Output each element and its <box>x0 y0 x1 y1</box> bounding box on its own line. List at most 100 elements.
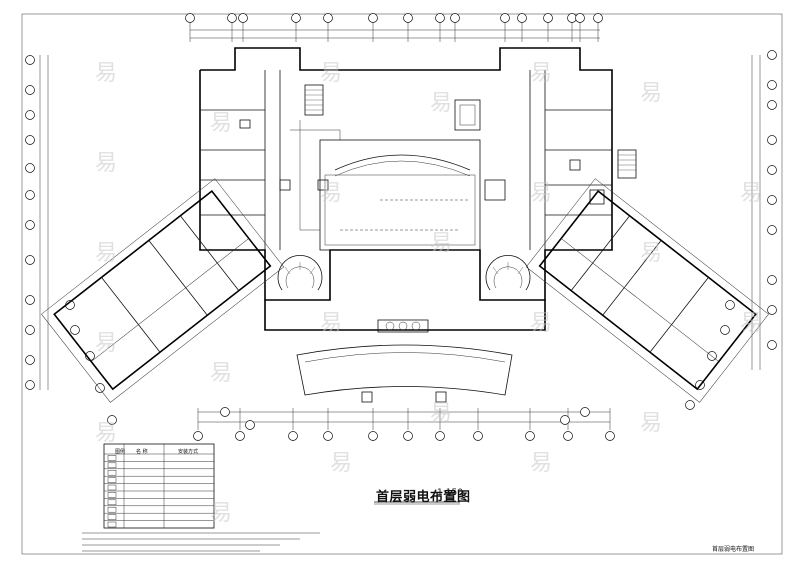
grid-bubble <box>767 80 777 90</box>
watermark-glyph: 易 <box>530 61 552 86</box>
left-wing <box>41 178 285 403</box>
grid-bubble <box>25 135 35 145</box>
grid-bubble <box>767 340 777 350</box>
watermark-glyph: 易 <box>430 91 452 116</box>
watermark-glyph: 易 <box>320 181 342 206</box>
grid-bubble <box>767 305 777 315</box>
grid-bubble <box>435 431 445 441</box>
watermark-glyph: 易 <box>320 311 342 336</box>
watermark-glyph: 易 <box>640 81 662 106</box>
watermark-glyph: 易 <box>640 411 662 436</box>
legend-header-symbol: 图例 <box>115 449 126 455</box>
grid-bubble <box>235 431 245 441</box>
watermark-glyph: 易 <box>210 361 232 386</box>
grid-bubble <box>605 431 615 441</box>
grid-bubble <box>685 400 695 410</box>
grid-bubble <box>95 383 105 393</box>
grid-bubble <box>580 407 590 417</box>
grid-bubble <box>368 13 378 23</box>
grid-bubble <box>560 415 570 425</box>
grid-bubble <box>543 13 553 23</box>
legend-table <box>103 443 215 529</box>
grid-bubble <box>227 13 237 23</box>
watermark-glyph: 易 <box>95 241 117 266</box>
grid-bubble <box>107 415 117 425</box>
left-spiral-stair <box>277 255 323 291</box>
right-dimension-chain <box>751 55 761 370</box>
grid-bubble <box>25 325 35 335</box>
grid-bubble <box>500 13 510 23</box>
top-grid-bubbles <box>185 13 603 23</box>
grid-bubble <box>767 100 777 110</box>
grid-bubble <box>725 300 735 310</box>
grid-bubble <box>288 431 298 441</box>
grid-bubble <box>517 13 527 23</box>
watermark-glyph: 易 <box>210 501 232 526</box>
grid-bubble <box>593 13 603 23</box>
watermark-glyph: 易 <box>95 421 117 446</box>
grid-bubble <box>323 431 333 441</box>
notes-block <box>82 532 320 552</box>
title-block-name: 首层弱电布置图 <box>712 546 755 553</box>
drawing-scale: 1:150 <box>437 488 463 498</box>
grid-bubble <box>25 190 35 200</box>
grid-bubble <box>25 110 35 120</box>
watermark-glyph: 易 <box>430 401 452 426</box>
grid-bubble <box>720 325 730 335</box>
legend-header-install: 安装方式 <box>178 449 199 455</box>
grid-bubble <box>238 13 248 23</box>
grid-bubble <box>220 407 230 417</box>
watermark-glyph: 易 <box>530 451 552 476</box>
grid-bubble <box>435 13 445 23</box>
watermark-glyph: 易 <box>210 111 232 136</box>
grid-bubble <box>403 13 413 23</box>
legend-header-name: 名 称 <box>136 449 148 455</box>
entrance-lobby <box>264 300 546 403</box>
grid-bubble <box>25 255 35 265</box>
grid-bubble <box>767 225 777 235</box>
grid-bubble <box>193 431 203 441</box>
watermark-glyph: 易 <box>330 451 352 476</box>
grid-bubble <box>525 431 535 441</box>
grid-bubble <box>25 85 35 95</box>
grid-bubble <box>323 13 333 23</box>
watermark-glyph: 易 <box>640 241 662 266</box>
watermark-glyph: 易 <box>530 311 552 336</box>
grid-bubble <box>70 325 80 335</box>
grid-bubble <box>403 431 413 441</box>
grid-bubble <box>767 50 777 60</box>
watermark-glyph: 易 <box>95 61 117 86</box>
grid-bubble <box>185 13 195 23</box>
watermark-glyph: 易 <box>95 151 117 176</box>
grid-bubble <box>767 275 777 285</box>
watermark-glyph: 易 <box>740 181 762 206</box>
central-building <box>199 47 637 301</box>
watermark-glyph: 易 <box>320 61 342 86</box>
drawing-frame <box>21 13 783 555</box>
grid-bubble <box>473 431 483 441</box>
grid-bubble <box>291 13 301 23</box>
grid-bubble <box>368 431 378 441</box>
grid-bubble <box>767 165 777 175</box>
watermark-glyph: 易 <box>530 181 552 206</box>
grid-bubble <box>25 220 35 230</box>
left-dimension-chain <box>39 55 49 390</box>
grid-bubble <box>575 13 585 23</box>
drawing-title: 首层弱电布置图 <box>376 490 471 505</box>
watermark-glyph: 易 <box>740 311 762 336</box>
right-spiral-stair <box>485 255 531 291</box>
grid-bubble <box>25 295 35 305</box>
grid-bubble <box>563 431 573 441</box>
side-grid-bubbles <box>25 50 777 430</box>
grid-bubble <box>767 195 777 205</box>
bottom-dimension-chain <box>198 411 610 423</box>
bottom-grid-bubbles <box>193 408 615 441</box>
watermark-glyph: 易 <box>430 231 452 256</box>
grid-bubble <box>25 163 35 173</box>
watermark-glyph: 易 <box>95 331 117 356</box>
grid-bubble <box>245 420 255 430</box>
grid-bubble <box>767 135 777 145</box>
